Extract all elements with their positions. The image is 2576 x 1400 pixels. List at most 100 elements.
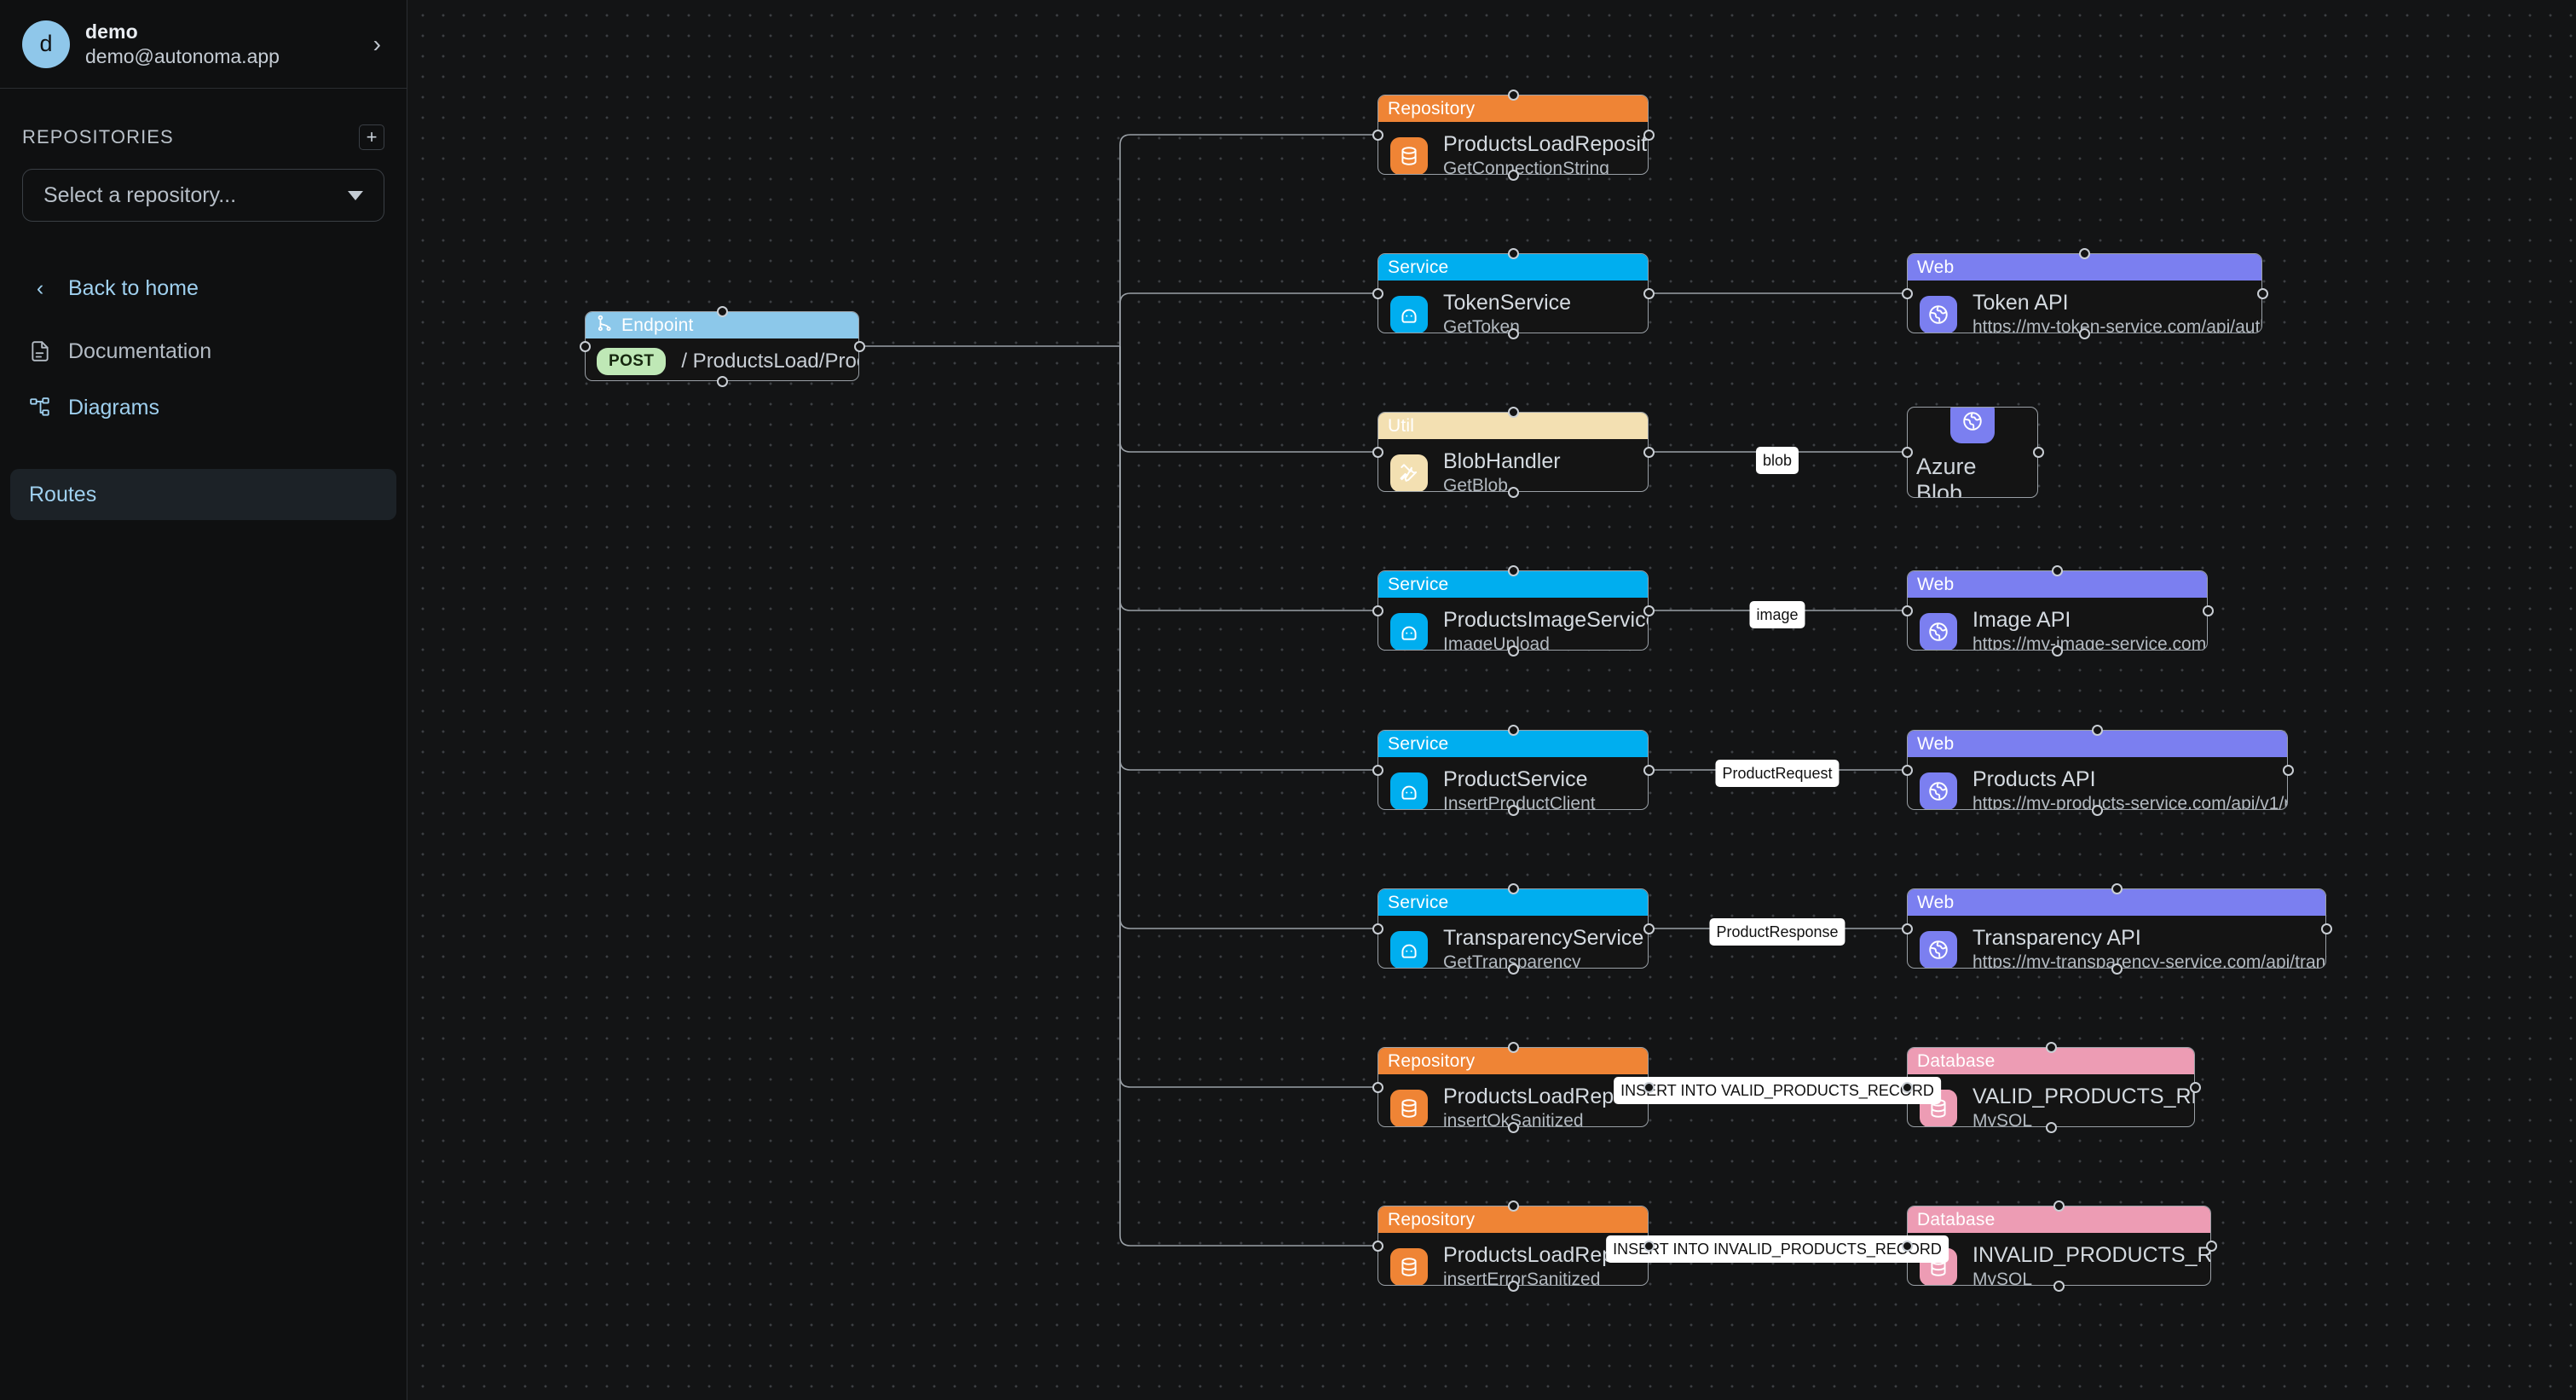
node-port-top[interactable] bbox=[1507, 564, 1519, 576]
node-port-left[interactable] bbox=[1901, 1081, 1913, 1093]
node-port-right[interactable] bbox=[2202, 605, 2214, 616]
node-port-right[interactable] bbox=[2282, 764, 2294, 776]
node-port-right[interactable] bbox=[1643, 446, 1655, 458]
node-port-bottom[interactable] bbox=[2052, 645, 2063, 657]
node-port-right[interactable] bbox=[2256, 287, 2268, 299]
sidebar-item-documentation[interactable]: Documentation bbox=[0, 327, 407, 375]
node-port-right[interactable] bbox=[853, 340, 865, 352]
node-port-right[interactable] bbox=[2205, 1240, 2217, 1252]
node-port-right[interactable] bbox=[1643, 605, 1655, 616]
node-port-top[interactable] bbox=[716, 305, 728, 317]
node-port-right[interactable] bbox=[1643, 1081, 1655, 1093]
edge[interactable] bbox=[1119, 346, 1378, 771]
edge-label: INSERT INTO INVALID_PRODUCTS_RECORD bbox=[1606, 1235, 1949, 1263]
chevron-right-icon[interactable]: › bbox=[373, 30, 381, 57]
node-port-top[interactable] bbox=[2052, 564, 2063, 576]
node-port-left[interactable] bbox=[1901, 764, 1913, 776]
node-port-top[interactable] bbox=[2045, 1041, 2057, 1053]
edge[interactable] bbox=[1119, 346, 1378, 929]
node-port-left[interactable] bbox=[579, 340, 591, 352]
node-port-top[interactable] bbox=[2111, 882, 2123, 894]
globe-icon bbox=[1920, 930, 1957, 968]
node-port-bottom[interactable] bbox=[1507, 804, 1519, 816]
sidebar-item-routes[interactable]: Routes bbox=[10, 469, 396, 520]
repository-select[interactable]: Select a repository... bbox=[22, 169, 384, 222]
node-port-right[interactable] bbox=[2320, 923, 2332, 934]
node-port-bottom[interactable] bbox=[1507, 327, 1519, 339]
diagram-node-repo-getconn[interactable]: RepositoryProductsLoadRepositoryGetConne… bbox=[1378, 95, 1649, 175]
node-port-left[interactable] bbox=[1372, 446, 1383, 458]
node-port-left[interactable] bbox=[1372, 287, 1383, 299]
node-port-bottom[interactable] bbox=[1507, 1280, 1519, 1292]
node-port-right[interactable] bbox=[2032, 447, 2044, 458]
node-port-right[interactable] bbox=[1643, 1240, 1655, 1252]
node-port-top[interactable] bbox=[2092, 724, 2103, 736]
globe-icon bbox=[1920, 295, 1957, 333]
node-port-right[interactable] bbox=[1643, 764, 1655, 776]
edge[interactable] bbox=[1119, 346, 1378, 1247]
node-port-bottom[interactable] bbox=[2092, 804, 2103, 816]
node-port-left[interactable] bbox=[1372, 129, 1383, 141]
edge[interactable] bbox=[1119, 292, 1378, 346]
node-port-bottom[interactable] bbox=[1507, 1121, 1519, 1133]
node-port-left[interactable] bbox=[1372, 605, 1383, 616]
node-port-left[interactable] bbox=[1901, 287, 1913, 299]
node-port-left[interactable] bbox=[1901, 1240, 1913, 1252]
node-port-right[interactable] bbox=[1643, 923, 1655, 934]
diagram-node-azure-blob[interactable]: Azure Blob bbox=[1907, 407, 2038, 498]
node-port-left[interactable] bbox=[1372, 1240, 1383, 1252]
node-port-top[interactable] bbox=[1507, 89, 1519, 101]
node-port-left[interactable] bbox=[1372, 764, 1383, 776]
node-port-top[interactable] bbox=[1507, 406, 1519, 418]
node-port-left[interactable] bbox=[1372, 1081, 1383, 1093]
diagram-node-repo-insert-ok[interactable]: RepositoryProductsLoadRepositoryinsertOk… bbox=[1378, 1047, 1649, 1127]
account-switcher[interactable]: d demo demo@autonoma.app › bbox=[0, 0, 407, 89]
sidebar-item-diagrams[interactable]: Diagrams bbox=[0, 384, 407, 431]
add-repository-button[interactable]: + bbox=[359, 124, 384, 150]
edge[interactable] bbox=[1119, 134, 1378, 346]
node-header-label: Service bbox=[1388, 257, 1449, 277]
node-port-bottom[interactable] bbox=[1507, 169, 1519, 181]
node-port-bottom[interactable] bbox=[716, 375, 728, 387]
node-port-top[interactable] bbox=[1507, 1200, 1519, 1212]
node-port-right[interactable] bbox=[1643, 129, 1655, 141]
edge[interactable] bbox=[1119, 346, 1378, 453]
node-port-bottom[interactable] bbox=[1507, 645, 1519, 657]
node-port-left[interactable] bbox=[1901, 447, 1913, 458]
node-port-bottom[interactable] bbox=[1507, 486, 1519, 498]
node-port-bottom[interactable] bbox=[2079, 327, 2090, 339]
node-port-top[interactable] bbox=[1507, 882, 1519, 894]
node-port-top[interactable] bbox=[2053, 1200, 2065, 1212]
node-port-left[interactable] bbox=[1901, 605, 1913, 616]
node-port-top[interactable] bbox=[2079, 247, 2090, 259]
node-port-right[interactable] bbox=[1643, 287, 1655, 299]
node-port-bottom[interactable] bbox=[2053, 1280, 2065, 1292]
node-port-left[interactable] bbox=[1372, 923, 1383, 934]
repository-select-value: Select a repository... bbox=[43, 182, 237, 207]
edge[interactable] bbox=[1119, 346, 1378, 1088]
node-port-top[interactable] bbox=[1507, 724, 1519, 736]
node-port-top[interactable] bbox=[1507, 247, 1519, 259]
node-port-left[interactable] bbox=[1901, 923, 1913, 934]
node-label: Azure Blob bbox=[1916, 453, 1977, 498]
node-port-bottom[interactable] bbox=[2111, 963, 2123, 975]
node-port-bottom[interactable] bbox=[2045, 1121, 2057, 1133]
node-port-top[interactable] bbox=[1507, 1041, 1519, 1053]
node-port-bottom[interactable] bbox=[1507, 963, 1519, 975]
node-port-right[interactable] bbox=[2189, 1081, 2201, 1093]
edge[interactable] bbox=[1119, 346, 1378, 611]
sidebar-item-back-to-home[interactable]: ‹ Back to home bbox=[0, 264, 407, 312]
